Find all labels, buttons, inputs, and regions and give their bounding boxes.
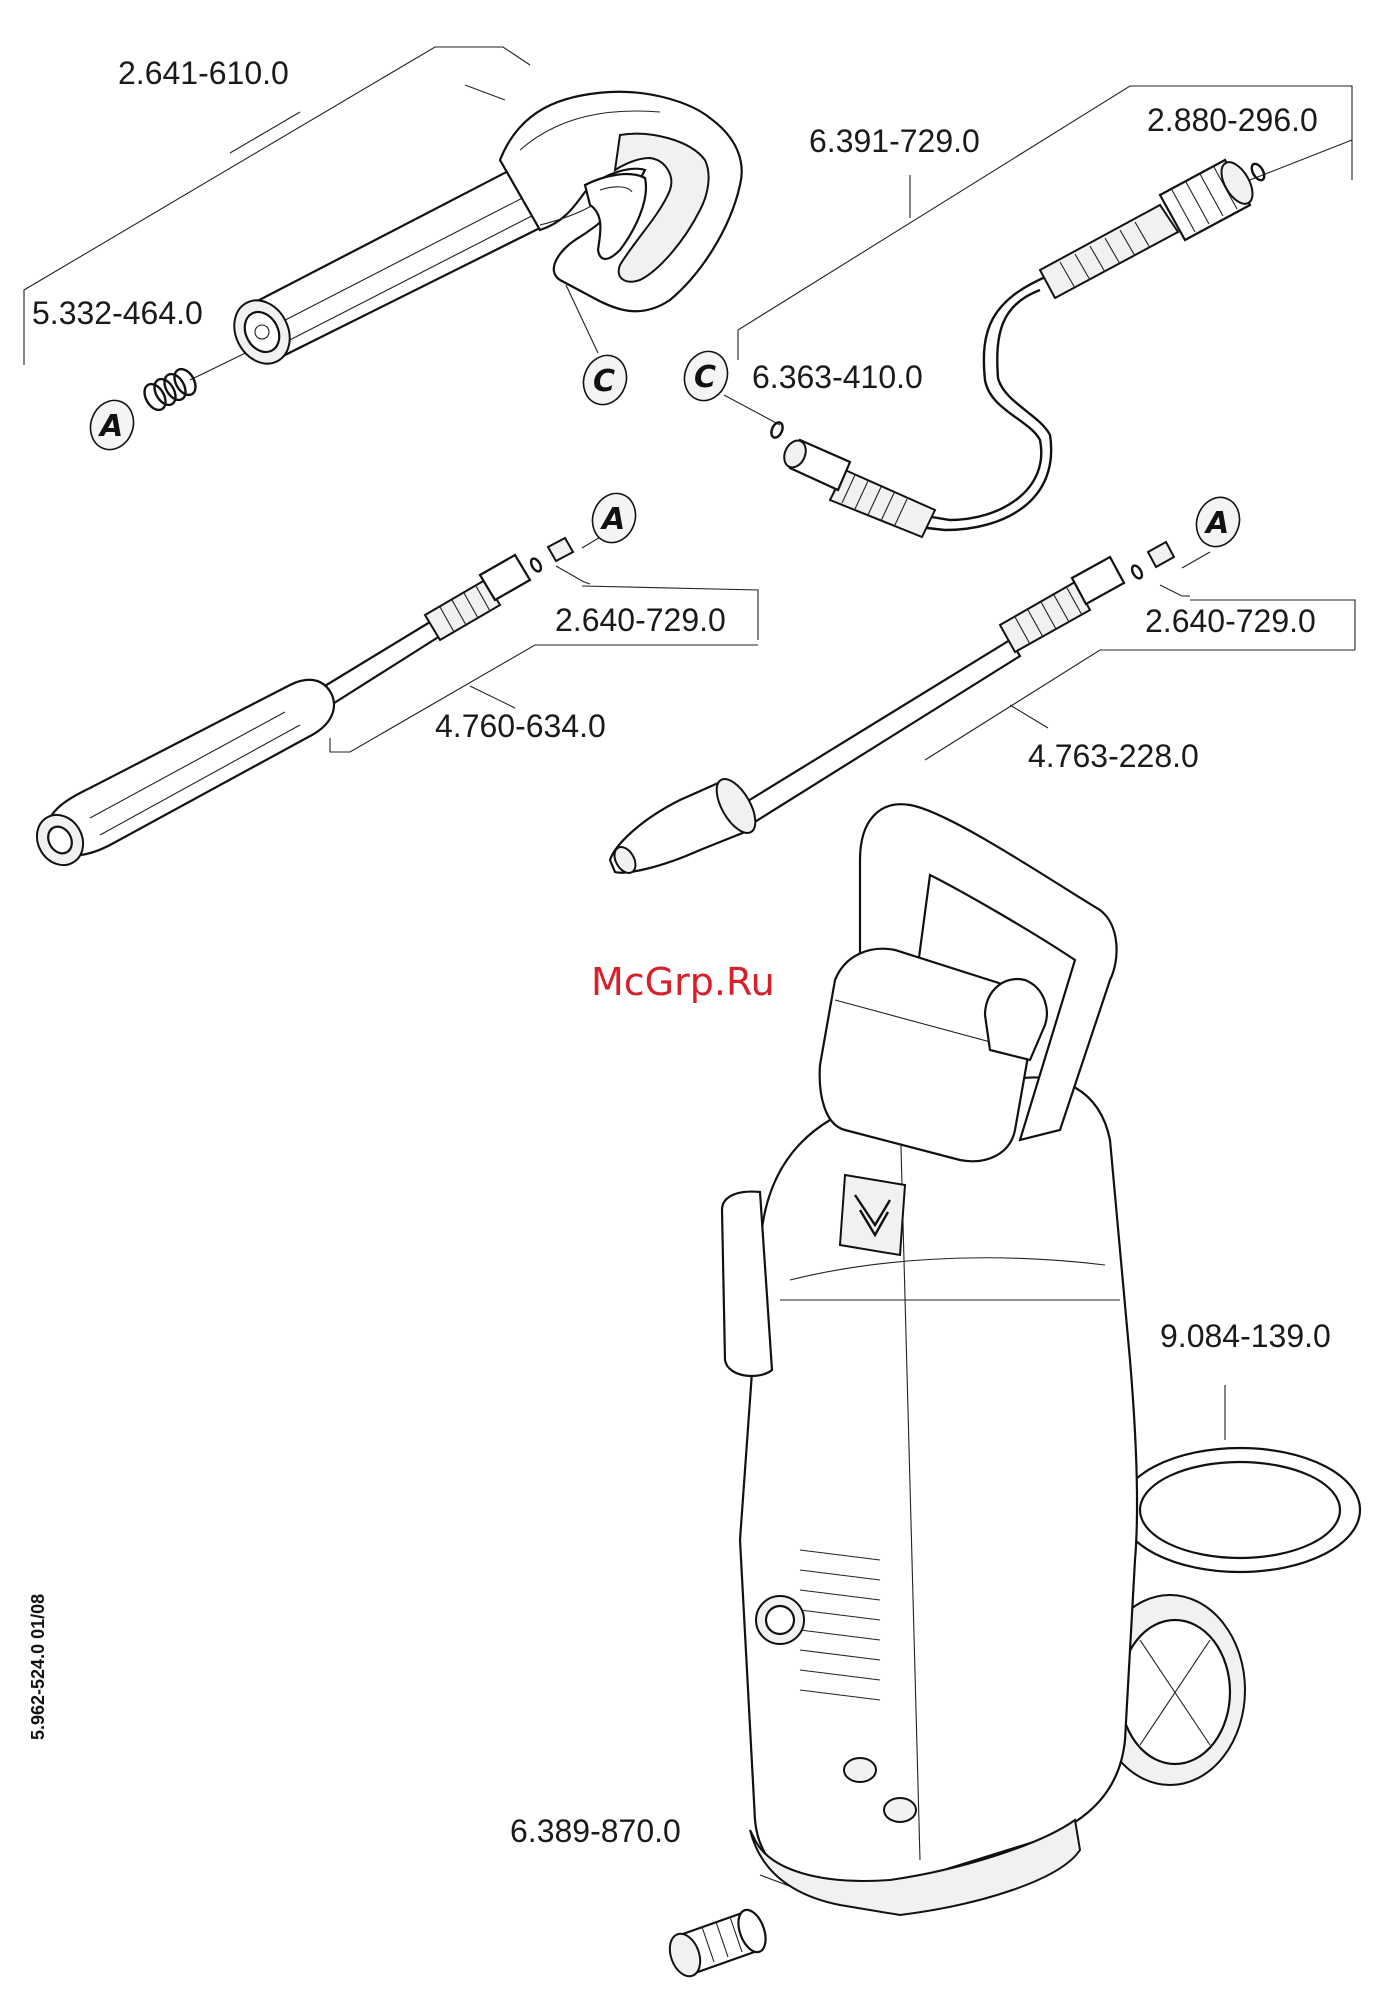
label-lance-nozzle-right: 2.640-729.0 [1145,605,1316,637]
watermark: McGrp.Ru [591,960,775,1004]
label-trigger-gun: 2.641-610.0 [118,57,289,89]
water-inlet-coupling-drawing [664,1906,770,1980]
reference-badge-a-gun: A [84,394,141,455]
reference-badge-a-left-lance: A [586,487,643,548]
trigger-gun-drawing [224,92,742,374]
reference-badge-c-gun: C [577,349,634,410]
label-lance-nozzle-left: 2.640-729.0 [555,604,726,636]
label-hose-reel-assembly: 9.084-139.0 [1160,1320,1331,1352]
badge-letter: A [1204,506,1229,541]
label-water-inlet-coupling: 6.389-870.0 [510,1815,681,1847]
badge-letter: C [593,364,615,399]
label-spray-lance-left: 4.760-634.0 [435,710,606,742]
reference-badge-a-right-lance: A [1190,491,1247,552]
pressure-washer-drawing [722,804,1360,1915]
spray-lance-left-drawing [28,538,573,874]
gun-oring-set-drawing [140,365,200,413]
label-hose-start-oring: 6.363-410.0 [752,361,923,393]
label-hose-end-oring: 2.880-296.0 [1147,104,1318,136]
label-hose-assembly: 6.391-729.0 [809,125,980,157]
reference-badge-c-hose: C [678,345,735,406]
label-spray-lance-right: 4.763-228.0 [1028,740,1199,772]
badge-letter: C [694,360,716,395]
label-gun-oring-set: 5.332-464.0 [32,297,203,329]
hose-assembly-drawing [769,157,1267,537]
badge-letter: A [98,409,123,444]
badge-letter: A [600,502,625,537]
document-code: 5.962-524.0 01/08 [28,1594,49,1740]
